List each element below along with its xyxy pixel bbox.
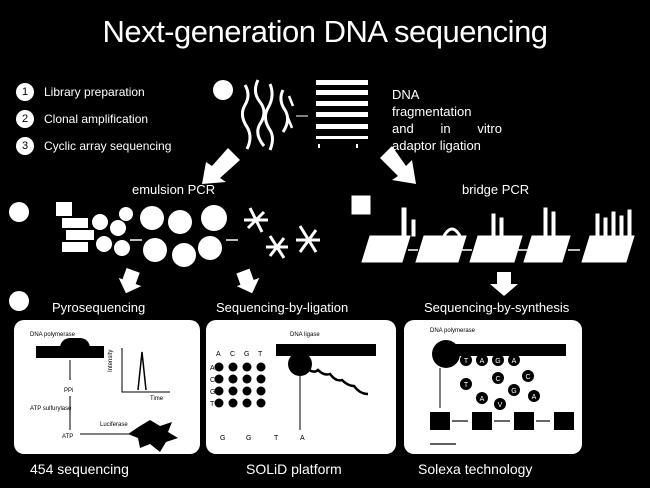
step-clonal: 2 Clonal amplification xyxy=(16,105,171,132)
platform-454: 454 sequencing xyxy=(30,461,129,477)
step-number: 1 xyxy=(16,82,34,101)
base-letter: G xyxy=(495,358,500,365)
ligation-panel xyxy=(206,320,396,454)
readout-base: G xyxy=(246,435,251,442)
bridge-pcr-label: bridge PCR xyxy=(462,182,530,197)
base-letter: V xyxy=(498,402,503,409)
step-label: Cyclic array sequencing xyxy=(44,138,172,153)
stage-bullet xyxy=(9,202,29,222)
intensity-text: Intensity xyxy=(108,350,114,372)
step-library: 1 Library preparation xyxy=(16,78,171,105)
frag-line: and in vitro xyxy=(392,120,502,137)
step-number: 2 xyxy=(16,109,34,128)
solexa-polymerase-text: DNA polymerase xyxy=(430,328,476,334)
readout-base: A xyxy=(300,435,305,442)
matrix-row: T xyxy=(210,401,215,408)
base-letter: A xyxy=(512,358,517,365)
step-cyclic: 3 Cyclic array sequencing xyxy=(16,132,171,159)
platform-solid: SOLiD platform xyxy=(246,461,342,477)
free-base-circle xyxy=(460,370,540,410)
pyro-graphic: DNA polymerase Intensity Time PPi ATP su… xyxy=(30,332,178,452)
base-circle xyxy=(460,354,520,366)
readout-base: T xyxy=(274,435,279,442)
color-matrix xyxy=(214,362,266,408)
base-letter: A xyxy=(532,394,537,401)
frag-word: vitro xyxy=(477,121,502,136)
stage-bullet xyxy=(213,80,233,100)
stage-bullet xyxy=(9,291,29,311)
atp-text: ATP xyxy=(62,434,73,440)
matrix-col: G xyxy=(244,351,249,358)
frag-line: fragmentation xyxy=(392,104,472,119)
base-letter: A xyxy=(480,358,485,365)
down-arrow-icon xyxy=(118,146,518,296)
synthesis-label: Sequencing-by-synthesis xyxy=(424,300,570,315)
frag-word: in xyxy=(440,121,451,136)
pyro-polymerase-text: DNA polymerase xyxy=(30,332,76,338)
emulsion-pcr-graphic xyxy=(56,202,320,267)
ligation-label: Sequencing-by-ligation xyxy=(216,300,349,315)
base-letter: C xyxy=(495,376,500,383)
matrix-row: A xyxy=(210,365,215,372)
base-letter: A xyxy=(480,396,485,403)
base-letter: T xyxy=(464,382,469,389)
step-label: Clonal amplification xyxy=(44,111,149,126)
emulsion-pcr-label: emulsion PCR xyxy=(132,182,216,197)
fragment-bars-icon xyxy=(316,80,368,148)
bridge-pcr-graphic xyxy=(351,195,635,263)
step-legend: 1 Library preparation 2 Clonal amplifica… xyxy=(16,78,171,159)
matrix-col: T xyxy=(258,351,263,358)
pyro-panel xyxy=(14,320,200,454)
frag-word: and xyxy=(392,121,414,136)
ligation-graphic: DNA ligase A C G T A C G T G G T A xyxy=(210,332,376,442)
matrix-col: A xyxy=(216,351,221,358)
ppi-text: PPi xyxy=(64,388,73,394)
base-letter: C xyxy=(525,374,530,381)
solexa-graphic: DNA polymerase T A G A T A C G C A V xyxy=(430,328,574,445)
matrix-row: C xyxy=(210,377,215,384)
platform-solexa: Solexa technology xyxy=(418,461,533,477)
matrix-col: C xyxy=(230,351,235,358)
dna-ligase-text: DNA ligase xyxy=(290,332,320,338)
matrix-row: G xyxy=(210,389,215,396)
step-number: 3 xyxy=(16,136,34,155)
readout-base: G xyxy=(220,435,225,442)
frag-line: adaptor ligation xyxy=(392,138,481,153)
dna-fragment-icon xyxy=(286,95,295,129)
step-label: Library preparation xyxy=(44,84,145,99)
atp-sulfurylase-text: ATP sulfurylase xyxy=(30,406,72,412)
dna-strand-icon xyxy=(240,79,290,151)
fragmentation-text: DNA fragmentation and in vitro adaptor l… xyxy=(392,86,502,154)
base-letter: T xyxy=(464,358,469,365)
pyrosequencing-label: Pyrosequencing xyxy=(52,300,146,315)
base-letter: G xyxy=(511,388,516,395)
page-title: Next-generation DNA sequencing xyxy=(102,14,548,49)
time-text: Time xyxy=(150,396,164,402)
frag-line: DNA xyxy=(392,87,420,102)
luciferase-text: Luciferase xyxy=(100,422,128,428)
synthesis-panel xyxy=(404,320,582,454)
